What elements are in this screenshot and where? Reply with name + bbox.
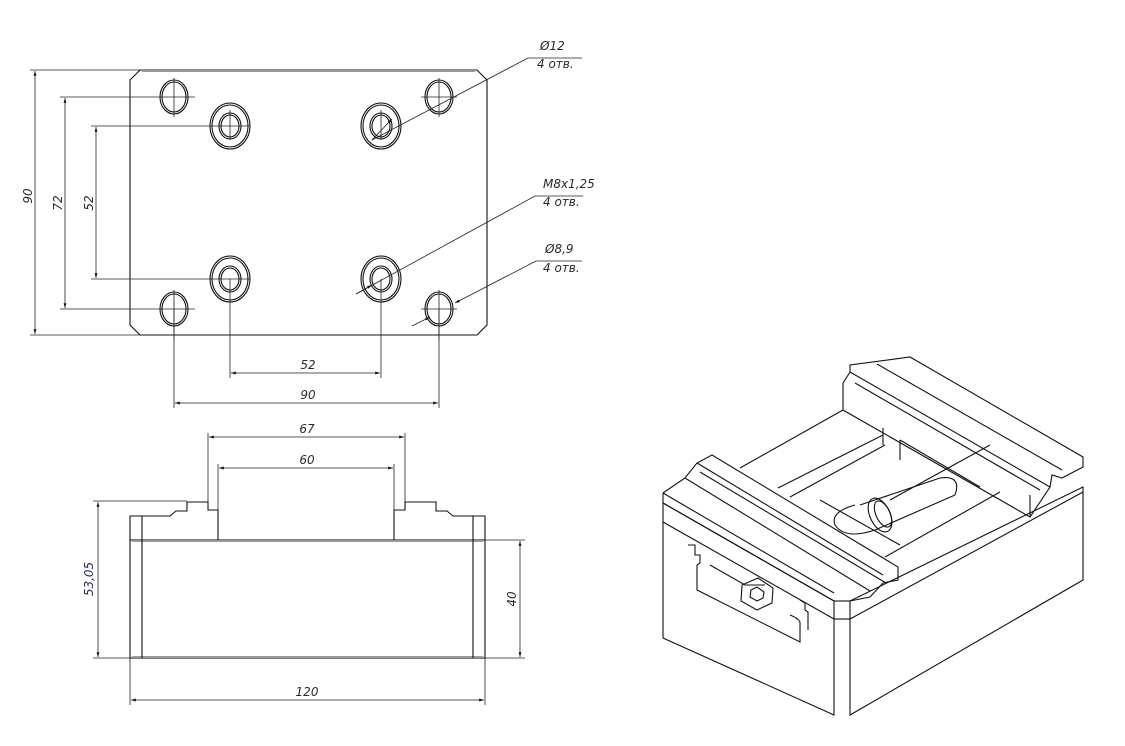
dim-width-outer-holes: 90 bbox=[300, 388, 316, 402]
callout-diameter-12-count: 4 отв. bbox=[537, 57, 574, 71]
left-jaw-profile bbox=[129, 501, 219, 540]
base-outline bbox=[129, 539, 486, 659]
callout-diameter-12: Ø12 bbox=[539, 39, 565, 53]
top-view: 90 72 52 52 90 Ø12 4 отв. M8x1,25 4 отв.… bbox=[21, 39, 595, 408]
callout-diameter-8-9-count: 4 отв. bbox=[543, 261, 580, 275]
dim-height-inner-holes: 52 bbox=[82, 195, 96, 210]
dimension-lines bbox=[33, 71, 438, 405]
dim-width: 120 bbox=[296, 685, 319, 699]
dim-total-height: 53,05 bbox=[82, 562, 96, 596]
isometric-view bbox=[662, 356, 1084, 716]
hex-nut bbox=[740, 577, 774, 611]
callout-diameter-8-9: Ø8,9 bbox=[544, 242, 574, 256]
dim-height-total: 90 bbox=[21, 188, 35, 204]
dim-height-outer-holes: 72 bbox=[51, 195, 65, 210]
left-face bbox=[662, 502, 835, 716]
front-view: 67 60 53,05 40 120 bbox=[82, 422, 525, 705]
extension-lines bbox=[30, 69, 440, 408]
dim-jaw-outer: 67 bbox=[299, 422, 315, 436]
through-holes bbox=[159, 79, 454, 327]
front-dimension-lines bbox=[96, 435, 522, 702]
dim-width-inner-holes: 52 bbox=[300, 358, 315, 372]
right-jaw-profile bbox=[393, 501, 486, 540]
front-extension-lines bbox=[93, 433, 525, 705]
dim-jaw-inner: 60 bbox=[299, 453, 315, 467]
plate-outline bbox=[129, 69, 488, 336]
callout-thread-m8-count: 4 отв. bbox=[543, 195, 580, 209]
dim-base-height: 40 bbox=[505, 591, 519, 607]
threaded-holes bbox=[209, 102, 402, 303]
callout-leaders bbox=[355, 57, 583, 327]
callout-thread-m8: M8x1,25 bbox=[543, 177, 595, 191]
